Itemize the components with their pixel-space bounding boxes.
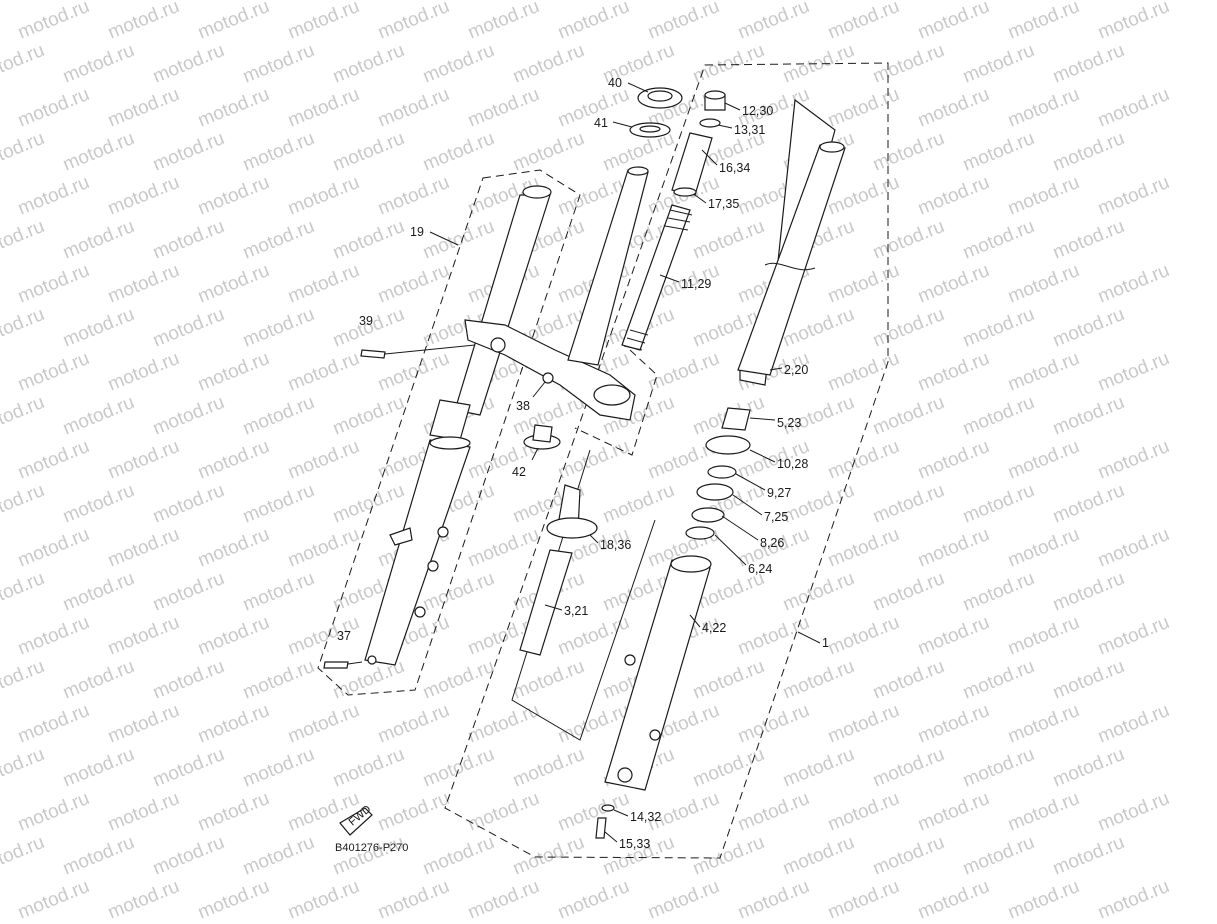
inner-rod-3 [520,550,572,655]
callout-8-26: 8,26 [760,536,784,550]
washer [674,188,696,196]
fwd-arrow: FWD [340,803,373,835]
callout-11-29: 11,29 [681,277,711,291]
callout-14-32: 14,32 [630,810,661,824]
callout-6-24: 6,24 [748,562,772,576]
callout-3-21: 3,21 [564,604,588,618]
bearing-41 [630,123,670,137]
callout-17-35: 17,35 [708,197,739,211]
callout-42: 42 [512,465,526,479]
callout-37: 37 [337,629,351,643]
metal-6 [686,527,714,539]
callout-13-31: 13,31 [734,123,765,137]
callout-39: 39 [359,314,373,328]
o-ring [700,119,720,127]
callout-12-30: 12,30 [742,104,773,118]
inner-tube [738,100,845,385]
callout-4-22: 4,22 [702,621,726,635]
callout-18-36: 18,36 [600,538,631,552]
cap-bolt [705,91,725,110]
callout-16-34: 16,34 [719,161,750,175]
bolt-15 [596,818,606,838]
circlip-9 [708,466,736,478]
spacer [672,133,712,195]
oil-seal-10 [706,436,750,454]
bolt-37 [324,662,348,668]
left-fork-assembly [365,186,551,665]
callout-38: 38 [516,399,530,413]
callout-7-25: 7,25 [764,510,788,524]
damper-rod-seat [547,518,597,538]
diagram-code: B401276-P270 [335,842,408,854]
slide-metal-5 [722,408,750,430]
callout-19: 19 [410,225,424,239]
steering-nut-42 [524,425,560,449]
callout-15-33: 15,33 [619,837,650,851]
callout-10-28: 10,28 [777,457,808,471]
callout-1: 1 [822,636,829,650]
washer-8 [692,508,724,522]
callout-40: 40 [608,76,622,90]
bolt-39 [361,350,385,358]
callout-2-20: 2,20 [784,363,808,377]
dust-seal-7 [697,484,733,500]
callout-5-23: 5,23 [777,416,801,430]
washer-14 [602,805,614,811]
callout-9-27: 9,27 [767,486,791,500]
outer-tube [605,556,711,790]
callout-41: 41 [594,116,608,130]
